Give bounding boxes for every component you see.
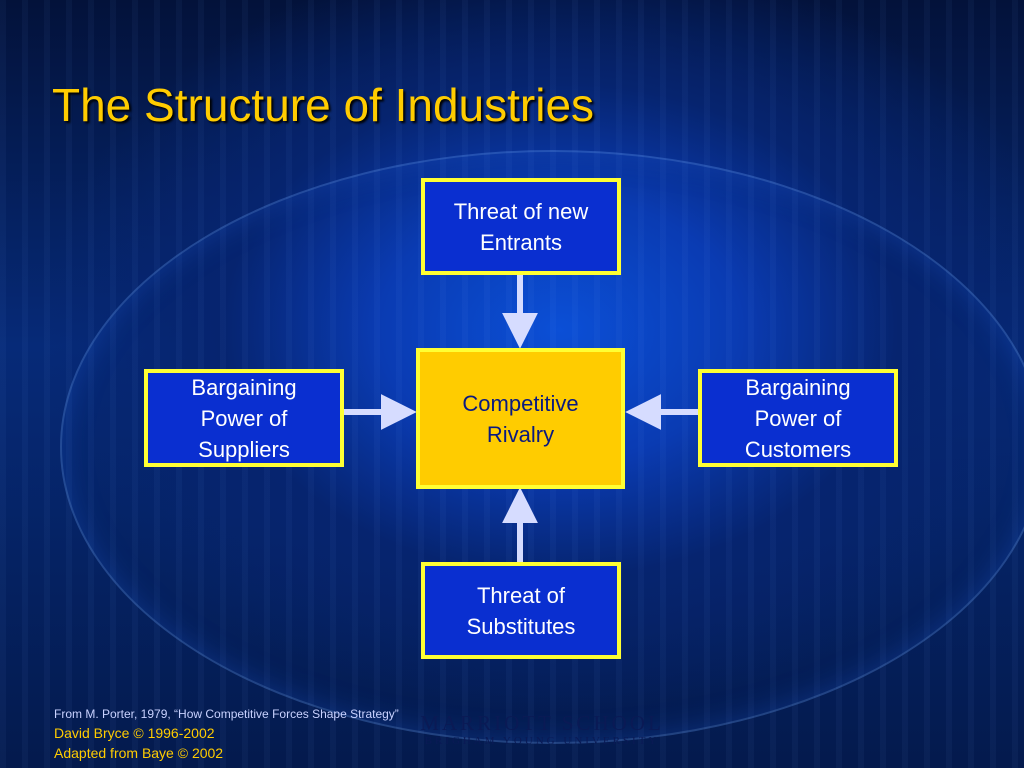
background-orb [60,150,1024,744]
footer-credits: From M. Porter, 1979, “How Competitive F… [54,706,399,763]
marriott-school-logo: MARRIOTT SCHOOL BRIGHAM YOUNG UNIVERSITY [412,712,672,748]
box-competitive-rivalry: Competitive Rivalry [416,348,625,489]
box-competitive-rivalry-label: Competitive Rivalry [462,390,579,447]
footer-credit-bryce: David Bryce © 1996-2002 [54,725,215,741]
logo-line-2: BRIGHAM YOUNG UNIVERSITY [424,735,660,747]
box-threat-new-entrants: Threat of new Entrants [421,178,621,275]
box-threat-substitutes: Threat of Substitutes [421,562,621,659]
logo-line-1: MARRIOTT SCHOOL [420,711,664,735]
box-bargaining-suppliers-label: Bargaining Power of Suppliers [191,374,297,462]
slide-title: The Structure of Industries [52,79,595,131]
box-bargaining-suppliers: Bargaining Power of Suppliers [144,369,344,467]
footer-credit-baye: Adapted from Baye © 2002 [54,745,224,761]
box-threat-substitutes-label: Threat of Substitutes [466,582,576,639]
box-bargaining-customers: Bargaining Power of Customers [698,369,898,467]
box-bargaining-customers-label: Bargaining Power of Customers [744,374,852,462]
footer-citation: From M. Porter, 1979, “How Competitive F… [54,707,399,721]
box-threat-new-entrants-label: Threat of new Entrants [453,198,589,255]
